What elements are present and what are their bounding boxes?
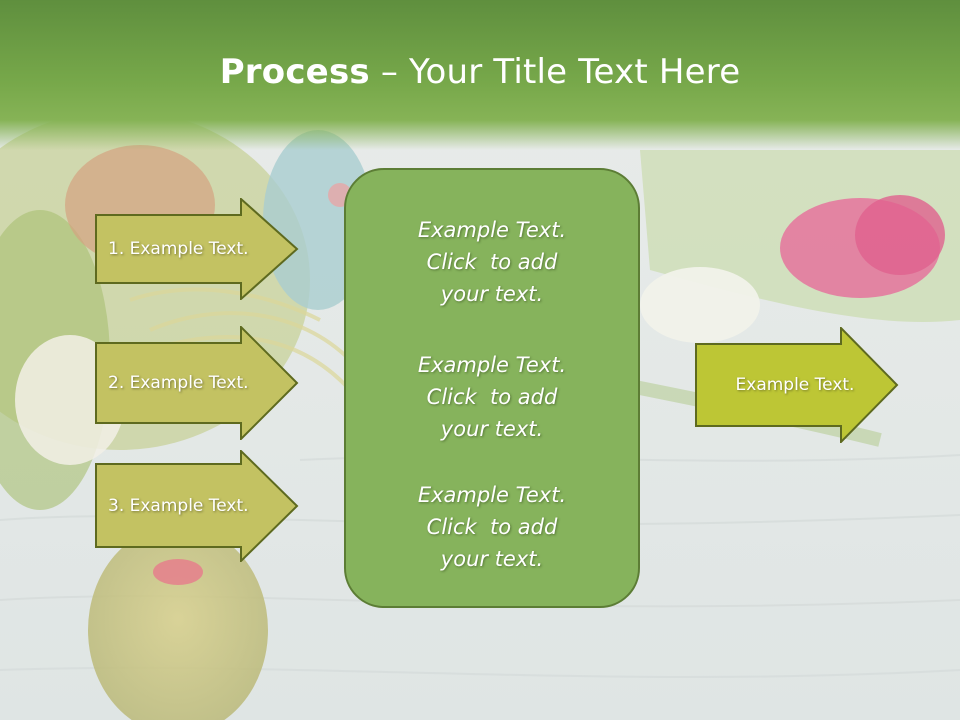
step-arrow-2[interactable]: 2. Example Text. bbox=[95, 326, 299, 440]
center-paragraph-2: Example Text. Click to add your text. bbox=[346, 349, 638, 445]
paragraph-line: Click to add bbox=[426, 385, 558, 409]
step-arrow-1[interactable]: 1. Example Text. bbox=[95, 198, 299, 300]
center-text-box[interactable]: Example Text. Click to add your text. Ex… bbox=[344, 168, 640, 608]
paragraph-line: Example Text. bbox=[417, 483, 567, 507]
slide-title[interactable]: Process – Your Title Text Here bbox=[0, 52, 960, 92]
title-bold: Process bbox=[219, 52, 370, 92]
step-label-2: 2. Example Text. bbox=[108, 373, 249, 393]
right-arrow-shape-icon bbox=[695, 327, 899, 443]
result-arrow[interactable]: Example Text. bbox=[695, 327, 899, 443]
title-rest: – Your Title Text Here bbox=[369, 52, 741, 92]
right-arrow-shape-icon bbox=[95, 450, 299, 562]
center-paragraph-3: Example Text. Click to add your text. bbox=[346, 479, 638, 575]
paragraph-line: Example Text. bbox=[417, 353, 567, 377]
right-arrow-shape-icon bbox=[95, 198, 299, 300]
paragraph-line: Click to add bbox=[426, 515, 558, 539]
paragraph-line: your text. bbox=[440, 417, 544, 441]
paragraph-line: Click to add bbox=[426, 250, 558, 274]
right-arrow-shape-icon bbox=[95, 326, 299, 440]
paragraph-line: your text. bbox=[440, 547, 544, 571]
result-label: Example Text. bbox=[735, 375, 855, 395]
paragraph-line: Example Text. bbox=[417, 218, 567, 242]
center-paragraph-1: Example Text. Click to add your text. bbox=[346, 214, 638, 310]
step-arrow-3[interactable]: 3. Example Text. bbox=[95, 450, 299, 562]
step-label-3: 3. Example Text. bbox=[108, 496, 249, 516]
step-label-1: 1. Example Text. bbox=[108, 239, 249, 259]
paragraph-line: your text. bbox=[440, 282, 544, 306]
title-band bbox=[0, 0, 960, 150]
